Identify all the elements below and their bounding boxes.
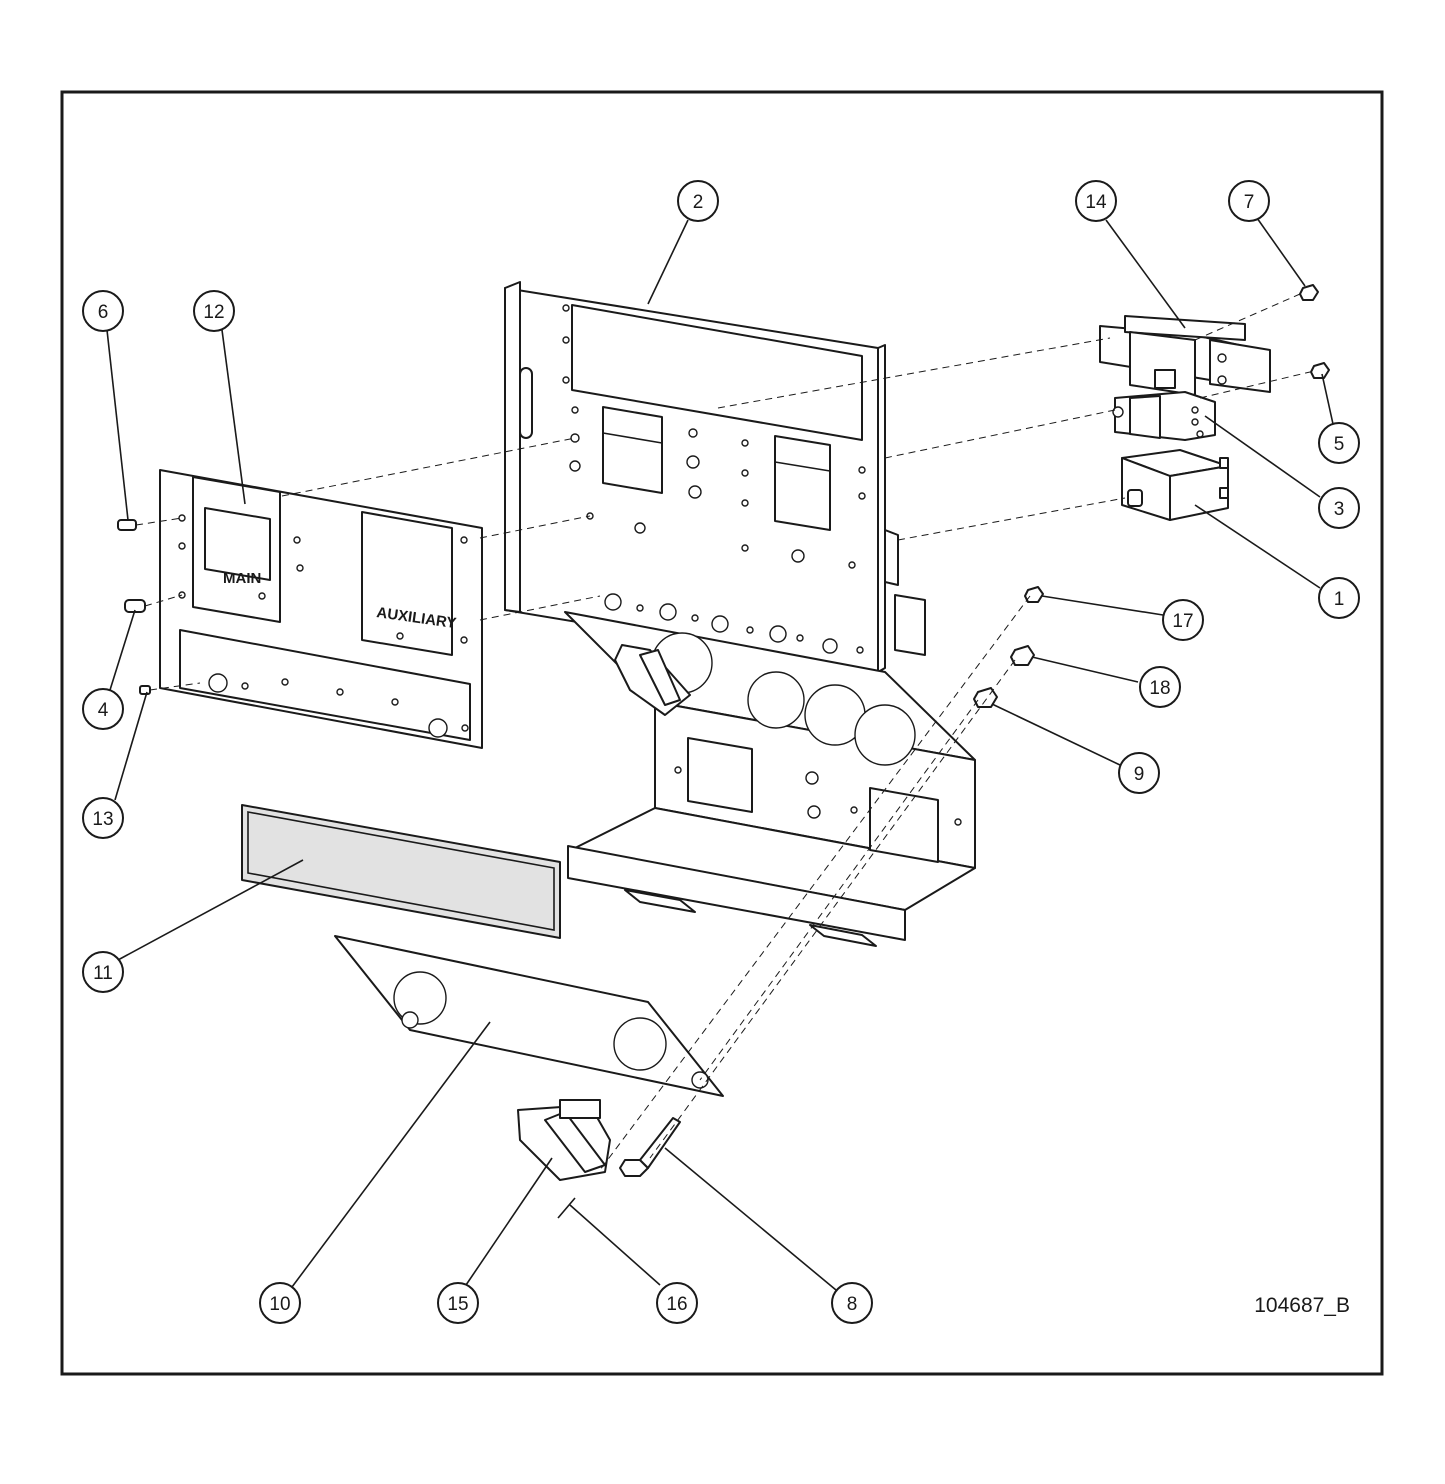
main-stamp: MAIN [223, 570, 261, 587]
part-12-front-panel: MAIN AUXILIARY [159, 469, 483, 749]
callout-17: 17 [1162, 599, 1204, 641]
leader-lines [106, 217, 1334, 1291]
svg-text:17: 17 [1172, 611, 1193, 632]
svg-text:4: 4 [98, 700, 109, 721]
callout-8: 8 [831, 1282, 873, 1324]
callout-9: 9 [1118, 752, 1160, 794]
hardware-screws [117, 519, 681, 1219]
part-10-bottom-plate [334, 935, 724, 1097]
callout-6: 6 [82, 290, 124, 332]
callout-14: 14 [1075, 180, 1117, 222]
callout-1: 1 [1318, 577, 1360, 619]
svg-text:15: 15 [447, 1294, 468, 1315]
svg-text:2: 2 [693, 192, 704, 213]
callout-15: 15 [437, 1282, 479, 1324]
callout-3: 3 [1318, 487, 1360, 529]
lower-bracket [564, 611, 976, 947]
drawing-frame [60, 90, 1384, 1376]
svg-text:13: 13 [92, 809, 113, 830]
svg-text:16: 16 [666, 1294, 687, 1315]
svg-text:5: 5 [1334, 434, 1345, 455]
callout-2: 2 [677, 180, 719, 222]
callout-13: 13 [82, 797, 124, 839]
svg-text:9: 9 [1134, 764, 1145, 785]
part-3-overload-relay [1112, 391, 1216, 441]
svg-text:3: 3 [1334, 499, 1345, 520]
svg-text:8: 8 [847, 1294, 858, 1315]
svg-text:6: 6 [98, 302, 109, 323]
callout-12: 12 [193, 290, 235, 332]
callout-18: 18 [1139, 666, 1181, 708]
callout-10: 10 [259, 1282, 301, 1324]
part-11-cover-plate [241, 804, 561, 939]
svg-text:7: 7 [1244, 192, 1255, 213]
callout-4: 4 [82, 688, 124, 730]
svg-text:11: 11 [93, 963, 113, 984]
callout-5: 5 [1318, 422, 1360, 464]
part-15-outlet [517, 1099, 611, 1181]
callout-11: 11 [82, 951, 124, 993]
callout-16: 16 [656, 1282, 698, 1324]
svg-text:1: 1 [1334, 589, 1345, 610]
assembly-lines [135, 293, 1311, 1171]
svg-text:14: 14 [1085, 192, 1107, 213]
callout-7: 7 [1228, 180, 1270, 222]
svg-text:10: 10 [269, 1294, 290, 1315]
drawing-id: 104687_B [1254, 1294, 1350, 1317]
svg-text:12: 12 [203, 302, 224, 323]
part-2-main-panel [504, 281, 926, 673]
svg-text:18: 18 [1149, 678, 1170, 699]
part-1-block [1121, 449, 1229, 521]
